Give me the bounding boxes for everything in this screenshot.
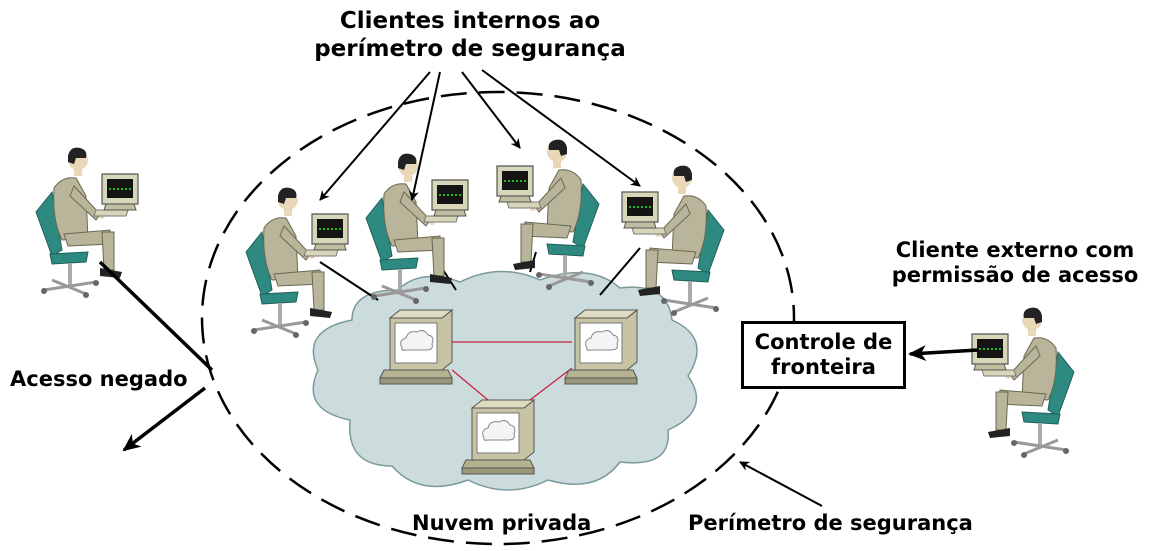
- security-perimeter-label: Perímetro de segurança: [688, 511, 973, 535]
- person-at-computer-icon: [244, 185, 350, 340]
- person-at-computer-icon: [495, 137, 601, 292]
- person-at-computer-icon: [34, 145, 140, 300]
- external-client-title-line2: permissão de acesso: [891, 263, 1139, 288]
- security-perimeter-ellipse: [200, 90, 796, 546]
- internal-clients-title-line2: perímetro de segurança: [314, 35, 626, 62]
- server-computer-icon: [379, 309, 453, 385]
- server-computer-icon: [564, 309, 638, 385]
- server-computer-icon: [461, 399, 535, 475]
- perimeter-arrow: [739, 461, 823, 507]
- access-denied-label: Acesso negado: [10, 367, 188, 391]
- denied-link-line: [98, 260, 214, 372]
- denied-arrow: [122, 386, 207, 452]
- title-arrows: [319, 69, 641, 201]
- external-client-title: Cliente externo com permissão de acesso: [880, 238, 1149, 288]
- private-cloud-label: Nuvem privada: [412, 511, 592, 535]
- person-at-computer-icon: [970, 305, 1076, 460]
- border-control-line1: Controle de: [754, 329, 893, 354]
- external-to-border-arrow: [908, 345, 979, 362]
- external-client-title-line1: Cliente externo com: [895, 238, 1135, 262]
- internal-clients-title-line1: Clientes internos ao: [339, 8, 601, 34]
- border-control-box: Controle de fronteira: [741, 321, 906, 389]
- border-control-line2: fronteira: [771, 355, 876, 379]
- internal-clients-title: Clientes internos ao perímetro de segura…: [290, 8, 650, 63]
- cloud-links: [451, 341, 573, 401]
